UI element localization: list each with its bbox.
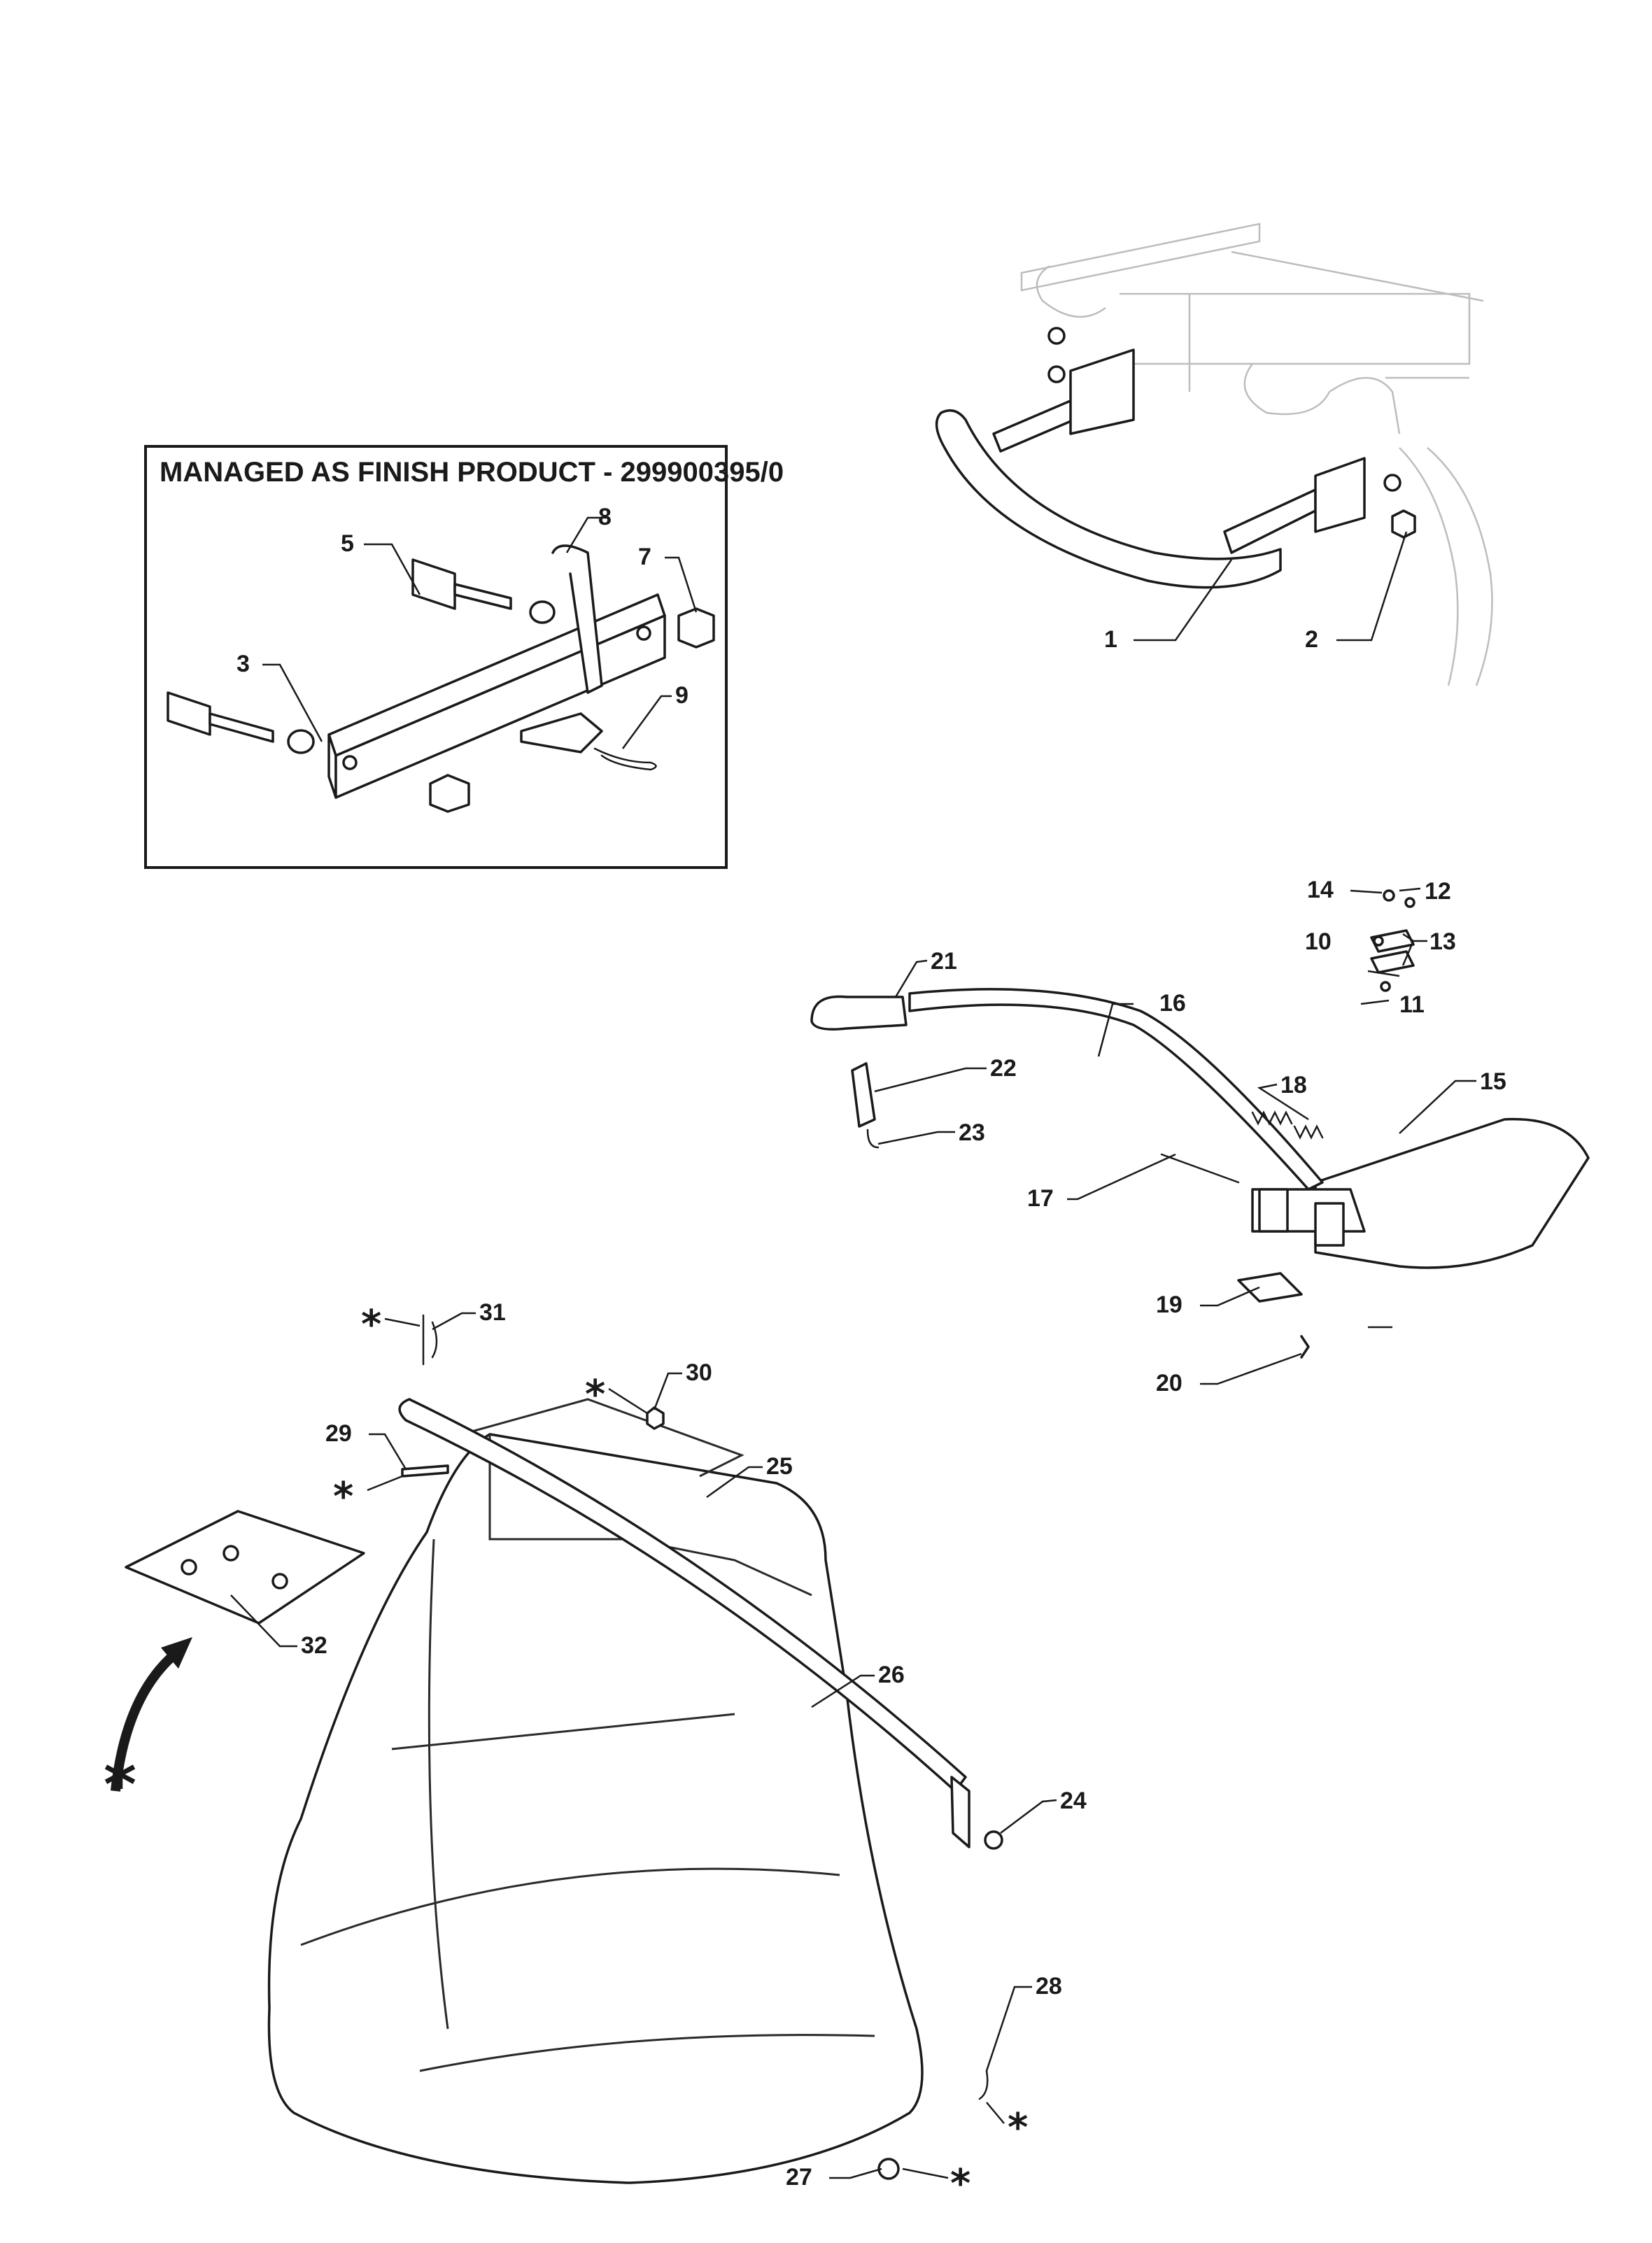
asterisk-bag: * <box>104 1748 136 1822</box>
asterisk-29: * <box>333 1474 353 1520</box>
callout-19: 19 <box>1156 1292 1182 1318</box>
callout-17: 17 <box>1027 1185 1054 1212</box>
callout-21: 21 <box>931 948 957 975</box>
callout-14: 14 <box>1307 877 1334 903</box>
callout-29: 29 <box>325 1420 352 1447</box>
callout-26: 26 <box>878 1662 905 1688</box>
finish-product-title: MANAGED AS FINISH PRODUCT - 299900395/0 <box>160 457 784 488</box>
callout-27: 27 <box>786 2164 812 2191</box>
asterisk-27: * <box>950 2161 970 2207</box>
grass-catcher-bag <box>111 1314 1003 2184</box>
callout-11: 11 <box>1399 991 1425 1018</box>
callout-30: 30 <box>686 1359 712 1386</box>
callout-2: 2 <box>1305 626 1318 653</box>
callout-20: 20 <box>1156 1370 1182 1396</box>
callout-18: 18 <box>1280 1072 1307 1098</box>
callout-7: 7 <box>638 544 651 570</box>
front-bumper-part <box>935 327 1402 589</box>
callout-3: 3 <box>236 651 250 677</box>
callout-25: 25 <box>766 1453 793 1480</box>
asterisk-markers: * * * * * * <box>104 1302 1028 2207</box>
callout-24: 24 <box>1060 1788 1087 1814</box>
callout-5: 5 <box>341 530 354 557</box>
callout-9: 9 <box>675 682 689 709</box>
callout-labels: 1 2 3 5 7 8 9 10 11 12 13 14 15 16 17 18… <box>236 504 1506 2191</box>
bumper-nut-part <box>1391 509 1416 539</box>
asterisk-28: * <box>1008 2105 1028 2151</box>
callout-16: 16 <box>1159 990 1186 1017</box>
callout-10: 10 <box>1305 928 1332 955</box>
callout-leaders <box>230 516 1476 2179</box>
callout-13: 13 <box>1429 928 1456 955</box>
callout-1: 1 <box>1104 626 1117 653</box>
hitch-kit-parts <box>167 544 715 813</box>
callout-12: 12 <box>1425 878 1451 905</box>
asterisk-31: * <box>361 1302 381 1347</box>
callout-22: 22 <box>990 1055 1017 1082</box>
callout-23: 23 <box>959 1119 985 1146</box>
callout-28: 28 <box>1036 1973 1062 2000</box>
asterisk-30: * <box>585 1372 605 1417</box>
callout-15: 15 <box>1480 1068 1506 1095</box>
rear-deflector-parts <box>810 889 1590 1359</box>
callout-32: 32 <box>301 1632 327 1659</box>
callout-8: 8 <box>598 504 612 530</box>
tractor-frame-ghost <box>1020 222 1493 686</box>
callout-31: 31 <box>479 1299 506 1326</box>
